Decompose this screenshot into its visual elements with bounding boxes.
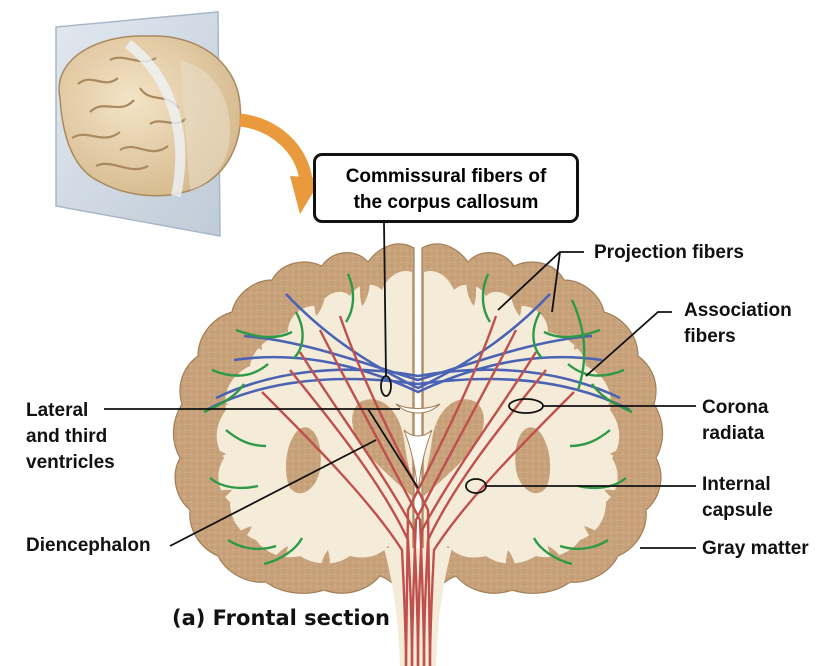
third-ventricle [403, 429, 433, 495]
internal-label-line2: capsule [702, 500, 773, 521]
commissural-label-line1: Commissural fibers of [345, 166, 547, 187]
internal-capsule-label: Internal capsule [702, 472, 773, 524]
frontal-section [172, 243, 664, 666]
lateral-label-line3: ventricles [26, 452, 115, 473]
whole-brain-inset [55, 11, 242, 237]
corona-label-line1: Corona [702, 397, 769, 418]
association-fibers-label: Association fibers [684, 298, 792, 350]
lateral-label-line1: Lateral [26, 400, 89, 421]
lateral-third-ventricles-label: Lateral and third ventricles [26, 398, 115, 476]
lateral-label-line2: and third [26, 426, 108, 447]
projection-fibers-label: Projection fibers [594, 242, 744, 263]
figure-caption: (a) Frontal section [172, 606, 390, 630]
association-label-line2: fibers [684, 326, 736, 347]
orange-arrow-icon [239, 113, 322, 214]
corona-label-line2: radiata [702, 423, 765, 444]
diencephalon-label: Diencephalon [26, 535, 151, 556]
white-matter-left [216, 270, 412, 580]
commissural-fibers-callout: Commissural fibers of the corpus callosu… [313, 153, 579, 223]
leader-lines [104, 222, 696, 549]
gray-matter-label: Gray matter [702, 538, 809, 559]
white-matter-right [424, 270, 620, 580]
corona-radiata-label: Corona radiata [702, 395, 769, 447]
internal-label-line1: Internal [702, 474, 771, 495]
association-label-line1: Association [684, 300, 792, 321]
commissural-label-line2: the corpus callosum [353, 192, 539, 213]
